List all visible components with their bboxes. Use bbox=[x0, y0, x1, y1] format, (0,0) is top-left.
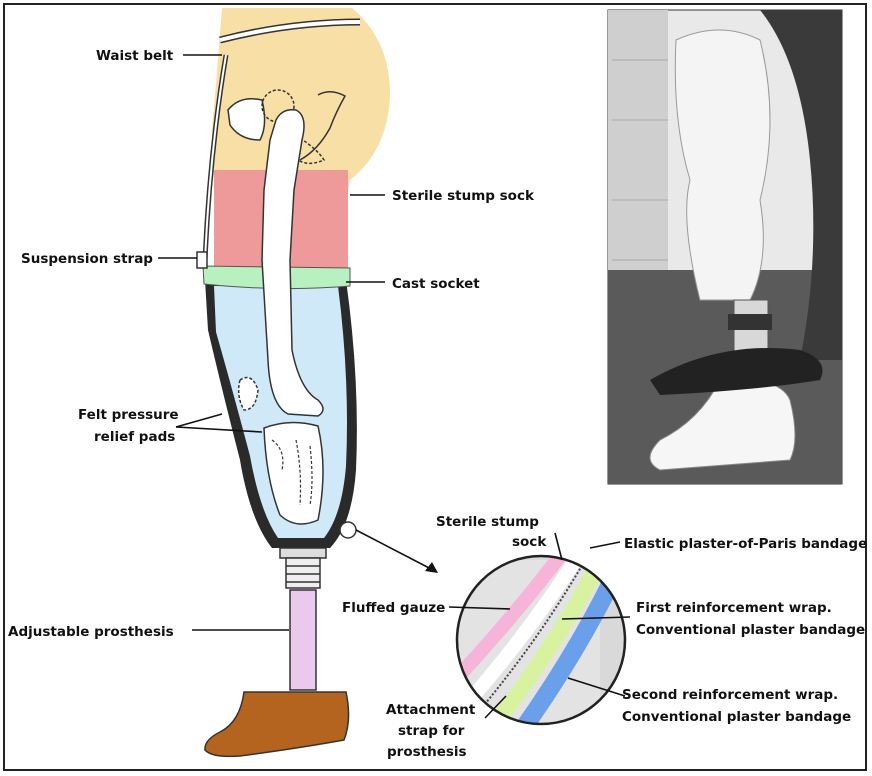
femur-bone bbox=[261, 108, 324, 417]
label-elastic-bandage: Elastic plaster-of-Paris bandage bbox=[624, 536, 867, 552]
leader-lines bbox=[158, 54, 434, 631]
pelvis-sketch bbox=[227, 89, 347, 165]
label-felt-pads-2: relief pads bbox=[94, 429, 175, 445]
label-suspension-strap: Suspension strap bbox=[21, 251, 153, 267]
label-sterile-stump-sock: Sterile stump sock bbox=[392, 188, 535, 204]
label-attachment-3: prosthesis bbox=[387, 744, 467, 760]
layer-pink bbox=[458, 557, 578, 685]
label-attachment-2: strap for bbox=[398, 723, 465, 739]
label-detail-sock-2: sock bbox=[512, 534, 547, 550]
label-waist-belt: Waist belt bbox=[96, 48, 174, 64]
label-felt-pads-1: Felt pressure bbox=[78, 407, 179, 423]
prosthetic-foot bbox=[204, 691, 350, 758]
label-adjustable-prosthesis: Adjustable prosthesis bbox=[8, 624, 174, 640]
adjustable-pylon bbox=[289, 589, 317, 691]
suspension-buckle bbox=[196, 251, 208, 269]
layer-white bbox=[464, 557, 591, 705]
label-attachment-1: Attachment bbox=[386, 702, 476, 718]
label-first-wrap-1: First reinforcement wrap. bbox=[636, 600, 832, 616]
label-fluffed-gauze: Fluffed gauze bbox=[342, 600, 445, 616]
label-second-wrap-2: Conventional plaster bandage bbox=[622, 709, 851, 725]
layer-dotted bbox=[479, 557, 593, 711]
felt-pad-upper bbox=[237, 376, 259, 411]
thigh-skin bbox=[212, 8, 390, 190]
detail-leader-lines bbox=[448, 532, 631, 719]
label-cast-socket: Cast socket bbox=[392, 276, 480, 292]
label-second-wrap-1: Second reinforcement wrap. bbox=[622, 687, 838, 703]
pylon-adapter bbox=[279, 547, 327, 589]
label-first-wrap-2: Conventional plaster bandage bbox=[636, 622, 865, 638]
leg-illustration bbox=[196, 8, 390, 758]
arrowhead-detail bbox=[425, 562, 438, 573]
label-detail-sock-1: Sterile stump bbox=[436, 514, 539, 530]
photo-patient-with-prosthesis bbox=[607, 9, 843, 485]
